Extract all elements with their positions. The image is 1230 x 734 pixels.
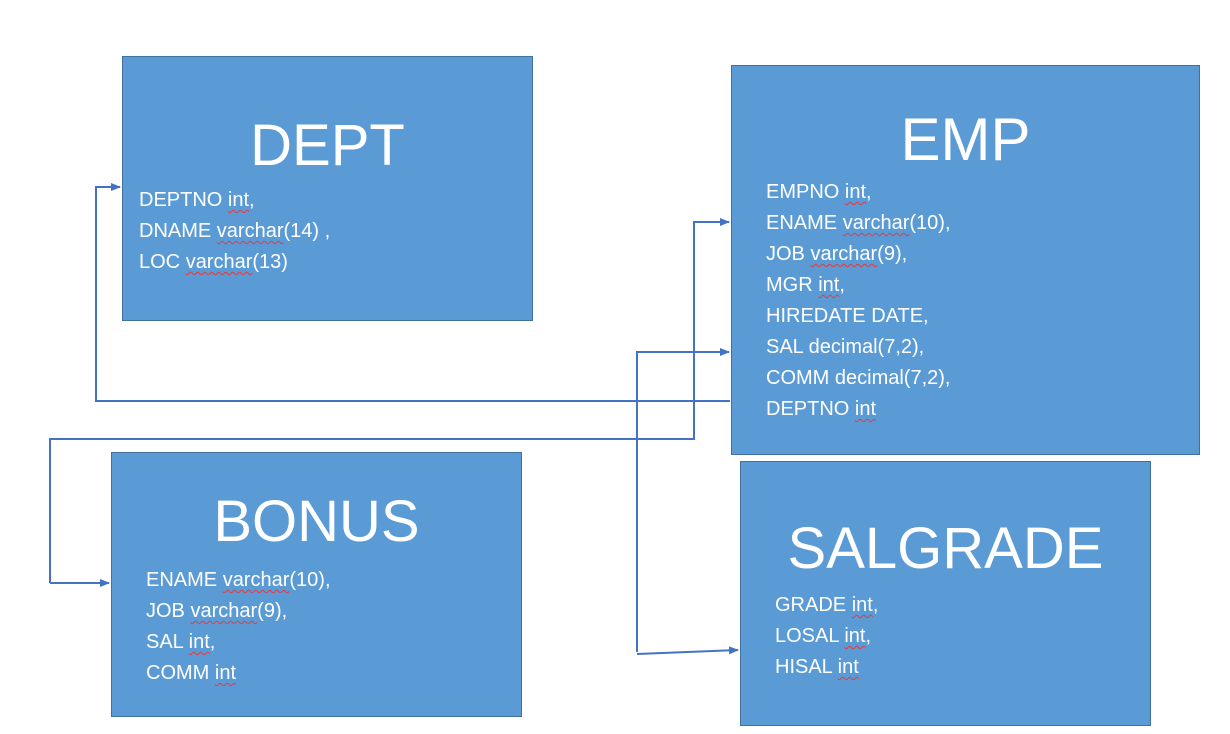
field-name: COMM — [766, 367, 830, 389]
field-type: int — [818, 274, 840, 296]
field-suffix: , — [249, 189, 255, 211]
field-name: EMPNO — [766, 181, 840, 203]
field-row: DNAME varchar(14) , — [139, 216, 330, 247]
field-row: COMM decimal(7,2), — [766, 363, 951, 394]
field-row: HIREDATE DATE, — [766, 301, 951, 332]
field-name: DNAME — [139, 220, 212, 242]
field-type: int — [227, 189, 250, 211]
connector-bonus-to-emp — [49, 218, 730, 583]
field-list: ENAME varchar(10), JOB varchar(9), SAL i… — [146, 565, 331, 689]
field-name: HISAL — [775, 656, 833, 678]
field-type: int — [837, 656, 859, 678]
field-suffix: , — [209, 631, 216, 653]
field-row: SAL int, — [146, 627, 331, 658]
field-name: JOB — [766, 243, 805, 265]
field-row: HISAL int — [775, 652, 878, 683]
field-name: GRADE — [775, 594, 847, 616]
field-name: SAL — [766, 336, 804, 358]
field-name: HIREDATE — [766, 305, 866, 327]
field-name: DEPTNO — [139, 189, 223, 211]
field-name: DEPTNO — [766, 398, 850, 420]
table-title: EMP — [900, 106, 1031, 173]
field-suffix: (13) — [252, 251, 288, 273]
field-name: MGR — [766, 274, 813, 296]
field-name: LOSAL — [775, 625, 839, 647]
field-type: int — [854, 398, 877, 420]
field-type: decimal(7,2), — [834, 367, 951, 389]
field-suffix: (9), — [877, 243, 908, 265]
field-type: varchar — [222, 569, 290, 591]
field-row: EMPNO int, — [766, 177, 951, 208]
field-type: int — [851, 594, 873, 616]
field-type: varchar — [185, 251, 253, 273]
field-list: GRADE int, LOSAL int, HISAL int — [775, 590, 878, 683]
field-type: int — [844, 625, 866, 647]
field-list: EMPNO int, ENAME varchar(10), JOB varcha… — [766, 177, 951, 425]
table-title: BONUS — [213, 489, 420, 554]
table-title: DEPT — [250, 113, 405, 178]
field-type: int — [844, 181, 867, 203]
field-type: decimal(7,2), — [808, 336, 925, 358]
field-type: varchar — [216, 220, 284, 242]
field-name: ENAME — [766, 212, 838, 234]
field-type: varchar — [842, 212, 910, 234]
field-suffix: , — [839, 274, 845, 296]
field-type: int — [188, 631, 210, 653]
field-list: DEPTNO int, DNAME varchar(14) , LOC varc… — [139, 185, 330, 278]
field-row: LOSAL int, — [775, 621, 878, 652]
field-suffix: , — [872, 594, 879, 616]
field-name: ENAME — [146, 569, 218, 591]
connector-salgrade-to-emp-sal — [636, 348, 730, 652]
connector-emp-deptno-to-dept — [95, 183, 730, 402]
field-row: JOB varchar(9), — [146, 596, 331, 627]
table-bonus: BONUS ENAME varchar(10), JOB varchar(9),… — [111, 452, 522, 717]
field-name: LOC — [139, 251, 181, 273]
field-row: ENAME varchar(10), — [146, 565, 331, 596]
field-suffix: (10), — [909, 212, 951, 234]
field-name: SAL — [146, 631, 184, 653]
field-type: DATE, — [871, 305, 929, 327]
field-row: GRADE int, — [775, 590, 878, 621]
field-suffix: , — [865, 625, 871, 647]
field-name: JOB — [146, 600, 185, 622]
field-suffix: (9), — [257, 600, 288, 622]
field-row: ENAME varchar(10), — [766, 208, 951, 239]
field-name: COMM — [146, 662, 210, 684]
table-emp: EMP EMPNO int, ENAME varchar(10), JOB va… — [731, 65, 1200, 455]
field-row: JOB varchar(9), — [766, 239, 951, 270]
connector-emp-sal-to-salgrade — [636, 646, 739, 655]
field-row: LOC varchar(13) — [139, 247, 330, 278]
field-row: DEPTNO int — [766, 394, 951, 425]
field-type: varchar — [810, 243, 878, 265]
field-suffix: (14) , — [283, 220, 331, 242]
field-suffix: (10), — [289, 569, 331, 591]
field-row: DEPTNO int, — [139, 185, 330, 216]
table-salgrade: SALGRADE GRADE int, LOSAL int, HISAL int — [740, 461, 1151, 726]
field-suffix: , — [866, 181, 872, 203]
field-type: varchar — [190, 600, 258, 622]
field-row: MGR int, — [766, 270, 951, 301]
table-title: SALGRADE — [787, 516, 1104, 581]
field-row: SAL decimal(7,2), — [766, 332, 951, 363]
field-row: COMM int — [146, 658, 331, 689]
table-dept: DEPT DEPTNO int, DNAME varchar(14) , LOC… — [122, 56, 533, 321]
field-type: int — [214, 662, 237, 684]
